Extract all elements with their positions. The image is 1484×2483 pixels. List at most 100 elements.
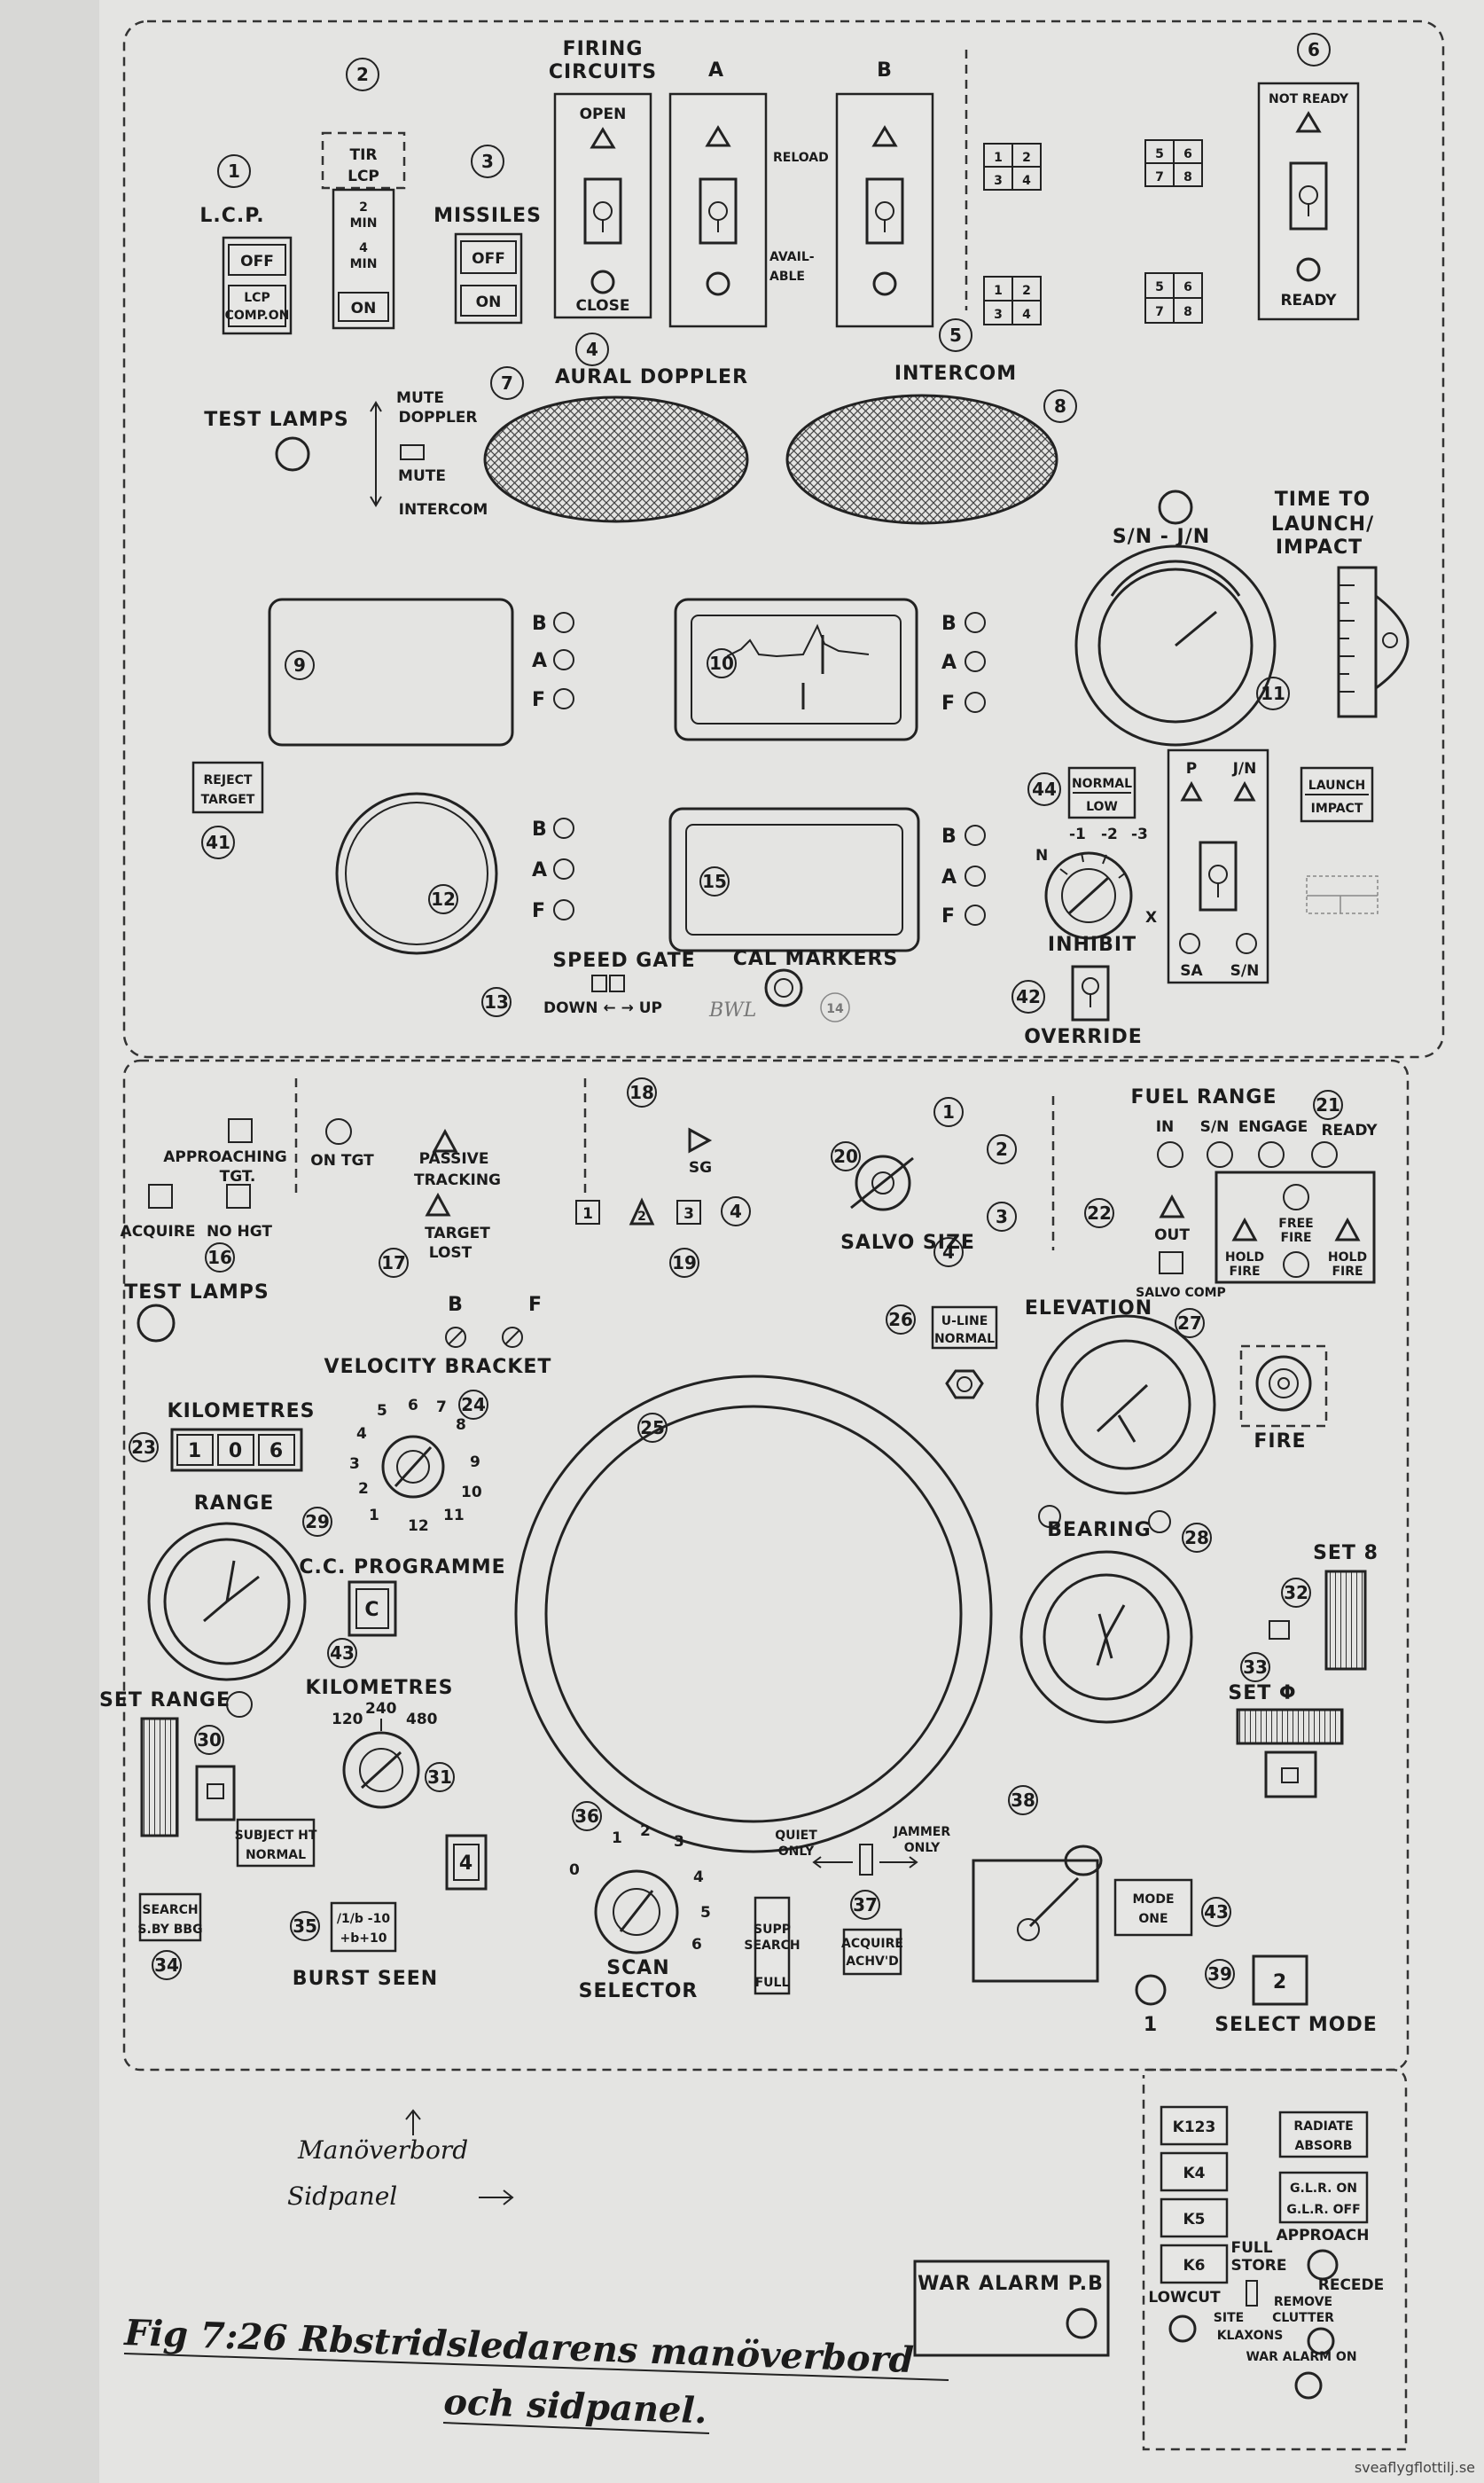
fire-mode-panel[interactable]: FREE FIRE HOLD FIRE HOLD FIRE	[1215, 1171, 1376, 1284]
set-8-button[interactable]	[1269, 1620, 1290, 1640]
svg-text:K4: K4	[1183, 2165, 1205, 2182]
down-up-label: DOWN ← → UP	[543, 999, 662, 1017]
callout-3: 3	[481, 151, 494, 172]
circuit-a-switch[interactable]	[668, 92, 768, 328]
mode-dial-marks: N -1 -2 -3 X	[1035, 826, 1157, 927]
war-alarm-pb-button[interactable]	[1066, 2307, 1097, 2339]
upper-panel	[122, 20, 1445, 1059]
svg-text:6: 6	[1183, 280, 1192, 294]
remove-clutter-knob[interactable]	[1307, 2327, 1335, 2355]
baf-lamps-10: B A F	[941, 612, 986, 715]
cc-programme-switch[interactable]: C	[348, 1580, 397, 1637]
velocity-bracket-label: VELOCITY BRACKET	[324, 1356, 552, 1378]
mode-dial-knob[interactable]	[1044, 851, 1133, 940]
firing-circuit-switch[interactable]: OPEN CLOSE	[553, 92, 652, 319]
set-range-thumbwheel[interactable]	[140, 1717, 179, 1837]
test-lamps-button-upper[interactable]	[275, 436, 310, 472]
war-alarm-pb-label: WAR ALARM P.B	[918, 2273, 1104, 2295]
svg-text:9: 9	[470, 1453, 480, 1471]
available-label: AVAIL-	[769, 250, 815, 264]
ready-switch[interactable]: NOT READY READY	[1257, 82, 1360, 321]
svg-text:SA: SA	[1180, 962, 1203, 980]
note-manoverbord: Manöverbord	[297, 2135, 468, 2165]
svg-text:S.BY BBG: S.BY BBG	[137, 1923, 202, 1937]
svg-text:LAUNCH: LAUNCH	[1308, 779, 1365, 793]
quiet-only-label: QUIET	[775, 1829, 817, 1843]
search-standby-switch[interactable]: SEARCH S.BY BBG	[137, 1892, 203, 1942]
svg-text:ACHV'D: ACHV'D	[846, 1954, 899, 1969]
svg-text:READY: READY	[1280, 292, 1337, 309]
svg-text:3: 3	[994, 308, 1003, 322]
site-klaxons-button[interactable]	[1168, 2315, 1197, 2343]
set-8-label: SET 8	[1313, 1542, 1379, 1564]
control-joystick[interactable]	[972, 1845, 1103, 1983]
timer-switch[interactable]: 2 MIN 4 MIN ON	[332, 188, 395, 330]
missiles-switch[interactable]: OFF ON	[454, 232, 523, 325]
supp-search-switch[interactable]: SUPP SEARCH FULL	[744, 1896, 801, 1995]
callout-23: 23	[131, 1437, 156, 1458]
callout-24: 24	[461, 1394, 486, 1415]
elevation-dial	[1035, 1314, 1216, 1495]
lcp-switch[interactable]: OFF LCP COMP.ON	[222, 236, 293, 335]
svg-text:-2: -2	[1101, 826, 1118, 843]
bearing-dial	[1019, 1550, 1193, 1724]
callout-42: 42	[1016, 986, 1041, 1007]
callout-43: 43	[1204, 1901, 1229, 1923]
glr-switch[interactable]: G.L.R. ON G.L.R. OFF	[1278, 2171, 1369, 2224]
box-4-switch[interactable]: 4	[445, 1834, 488, 1891]
k-keys[interactable]: K123 K4 K5 K6	[1160, 2105, 1229, 2284]
u-line-normal-switch[interactable]: U-LINE NORMAL	[931, 1305, 998, 1350]
set-phi-thumbwheel[interactable]	[1236, 1708, 1344, 1745]
svg-text:FIRE: FIRE	[1229, 1265, 1260, 1279]
callout-13: 13	[484, 991, 509, 1013]
fuel-ready-label: READY	[1321, 1122, 1378, 1140]
full-label: FULL	[1230, 2239, 1272, 2257]
svg-text:NORMAL: NORMAL	[1072, 777, 1132, 791]
salvo-indicator-squares: 1 2 3	[575, 1197, 701, 1226]
mode-one-button[interactable]: MODE ONE	[1113, 1878, 1193, 1937]
mute-toggle[interactable]	[400, 444, 425, 460]
approach-recede-knob[interactable]	[1307, 2249, 1339, 2281]
set-8-thumbwheel[interactable]	[1324, 1570, 1367, 1671]
passive-tracking-lamp	[432, 1128, 458, 1153]
mode-lamp-1-label: 1	[1144, 2014, 1158, 2036]
no-hgt-lamp	[226, 1184, 251, 1209]
fire-button[interactable]	[1255, 1355, 1312, 1412]
store-lowcut-toggle[interactable]	[1246, 2280, 1258, 2307]
override-switch[interactable]	[1071, 965, 1110, 1022]
launch-impact-switch[interactable]: LAUNCH IMPACT	[1300, 766, 1374, 823]
acquire-achvd-button[interactable]: ACQUIRE ACHV'D	[841, 1928, 903, 1976]
scan-selector-knob[interactable]	[594, 1869, 679, 1954]
speed-gate-switch[interactable]	[591, 975, 625, 992]
salvo-comp-button[interactable]	[1159, 1251, 1183, 1274]
set-range-button[interactable]	[195, 1765, 236, 1821]
callout-4-lower-sq: 4	[730, 1201, 742, 1222]
svg-text:7: 7	[1155, 305, 1164, 319]
salvo-size-knob[interactable]	[850, 1155, 914, 1211]
select-mode-switch[interactable]: 2	[1252, 1954, 1308, 2006]
test-lamps-button-lower[interactable]	[137, 1304, 176, 1343]
mode-lamp-1	[1135, 1974, 1167, 2006]
svg-text:8: 8	[1183, 305, 1192, 319]
display-10	[674, 598, 918, 741]
cal-markers-knob[interactable]	[764, 968, 803, 1007]
svg-text:K5: K5	[1183, 2211, 1205, 2228]
velocity-bracket-knob[interactable]	[381, 1435, 445, 1499]
normal-low-switch[interactable]: NORMAL LOW	[1067, 766, 1136, 819]
radiate-absorb-switch[interactable]: RADIATE ABSORB	[1278, 2111, 1369, 2158]
scan-selector-marks: 0 1 2 3 4 5 6	[569, 1822, 711, 1954]
set-phi-button[interactable]	[1264, 1751, 1317, 1798]
kilometres-range-knob[interactable]	[342, 1719, 420, 1809]
svg-text:LOST: LOST	[429, 1244, 473, 1262]
svg-text:B: B	[941, 613, 957, 635]
p-jn-switch[interactable]: P J/N SA S/N	[1167, 748, 1269, 984]
km-240-mark: 240	[365, 1700, 397, 1718]
svg-text:LCP: LCP	[244, 291, 269, 305]
quiet-jammer-toggle[interactable]	[859, 1844, 873, 1876]
callout-12: 12	[431, 889, 456, 910]
reject-target-button[interactable]: REJECT TARGET	[191, 761, 264, 814]
subject-ht-switch[interactable]: SUBJECT HT NORMAL	[235, 1818, 317, 1868]
burst-seen-switch[interactable]: /1/b -10 +b+10	[330, 1901, 397, 1953]
circuit-b-switch[interactable]	[835, 92, 934, 328]
u-line-knob[interactable]	[945, 1369, 984, 1399]
